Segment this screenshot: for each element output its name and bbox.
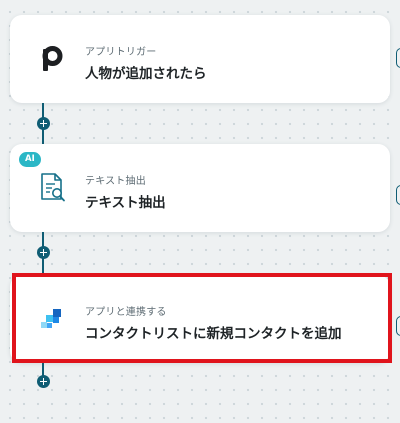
flow-connector — [42, 363, 44, 383]
card-edge-handle — [396, 185, 400, 205]
step-title: テキスト抽出 — [85, 195, 166, 211]
step-title: 人物が追加されたら — [85, 66, 207, 82]
add-step-plus-icon[interactable] — [37, 246, 50, 259]
step-card-trigger[interactable]: アプリトリガー 人物が追加されたら — [10, 15, 390, 103]
card-edge-handle — [396, 48, 400, 68]
step-category: アプリと連携する — [85, 307, 167, 318]
step-category: テキスト抽出 — [85, 176, 146, 187]
document-search-icon — [32, 168, 72, 208]
ai-badge: AI — [19, 152, 41, 167]
step-title: コンタクトリストに新規コンタクトを追加 — [85, 326, 342, 342]
pipedrive-p-logo-icon — [32, 39, 72, 79]
add-step-plus-icon[interactable] — [37, 117, 50, 130]
add-step-plus-icon[interactable] — [37, 375, 50, 388]
step-card-app-action[interactable]: アプリと連携する コンタクトリストに新規コンタクトを追加 — [10, 275, 390, 363]
step-card-text-extract[interactable]: テキスト抽出 テキスト抽出 — [10, 144, 390, 232]
app-logo-icon — [32, 299, 72, 339]
step-category: アプリトリガー — [85, 47, 157, 58]
card-edge-handle — [396, 316, 400, 336]
